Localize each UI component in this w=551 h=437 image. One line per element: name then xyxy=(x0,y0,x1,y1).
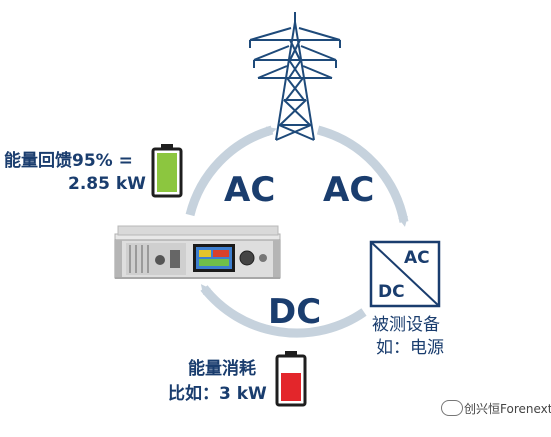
green-battery-icon xyxy=(151,144,183,198)
energy-consumption-line2: 比如：3 kW xyxy=(168,384,267,404)
device-under-test-line1: 被测设备 xyxy=(372,315,440,335)
red-battery-icon xyxy=(275,351,307,407)
regenerative-load-rack-icon xyxy=(114,225,281,279)
watermark: 创兴恒Forenext xyxy=(464,402,551,416)
ac-label-right: AC xyxy=(323,170,375,210)
arc-rack-to-grid xyxy=(185,125,277,217)
arc-dut-to-rack xyxy=(200,284,367,338)
arc-grid-to-dut xyxy=(316,125,409,227)
converter-dc-label: DC xyxy=(378,282,405,302)
wechat-icon xyxy=(441,400,463,416)
energy-consumption-line1: 能量消耗 xyxy=(188,359,256,379)
dc-label-bottom: DC xyxy=(268,292,322,332)
transmission-tower-icon xyxy=(249,12,341,141)
device-under-test-line2: 如：电源 xyxy=(376,338,444,358)
converter-ac-label: AC xyxy=(404,248,430,268)
energy-feedback-line1: 能量回馈95% = xyxy=(4,151,133,171)
power-flow-cycle xyxy=(185,125,409,338)
ac-dc-converter-icon xyxy=(369,240,441,308)
energy-feedback-line2: 2.85 kW xyxy=(68,174,146,194)
ac-label-left: AC xyxy=(224,170,276,210)
